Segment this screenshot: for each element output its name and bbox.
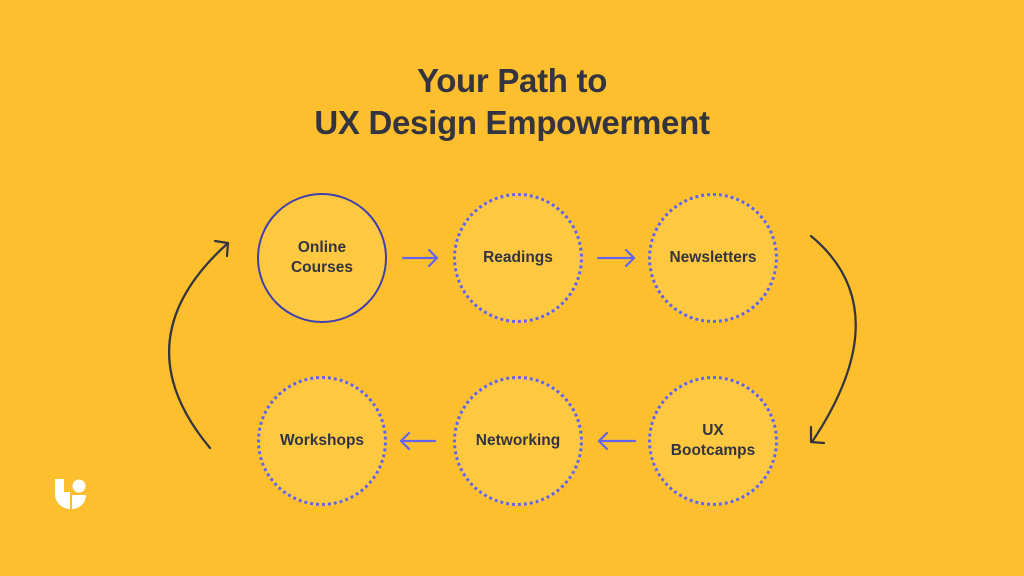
arrow-right-icon	[401, 248, 439, 268]
page-title: Your Path to UX Design Empowerment	[0, 60, 1024, 144]
arrow-left-icon	[399, 431, 437, 451]
node-label: Readings	[483, 249, 553, 266]
title-line-1: Your Path to	[416, 62, 608, 99]
node-workshops[interactable]: Workshops	[257, 376, 387, 506]
node-newsletters[interactable]: Newsletters	[648, 193, 778, 323]
arrow-left-icon	[597, 431, 637, 451]
curved-arrow-down-icon	[809, 234, 857, 445]
node-readings[interactable]: Readings	[453, 193, 583, 323]
title-line-2: UX Design Empowerment	[314, 104, 710, 141]
node-online-courses[interactable]: Online Courses	[257, 193, 387, 323]
arrow-right-icon	[596, 248, 636, 268]
node-label: Networking	[475, 432, 561, 449]
node-label: Workshops	[279, 432, 365, 449]
node-label: Online Courses	[290, 239, 354, 276]
node-ux-bootcamps[interactable]: UX Bootcamps	[648, 376, 778, 506]
node-label: Newsletters	[669, 249, 757, 266]
node-label: UX Bootcamps	[670, 422, 756, 459]
curved-arrow-up-icon	[168, 239, 230, 450]
brand-logo-icon	[55, 479, 86, 509]
node-networking[interactable]: Networking	[453, 376, 583, 506]
